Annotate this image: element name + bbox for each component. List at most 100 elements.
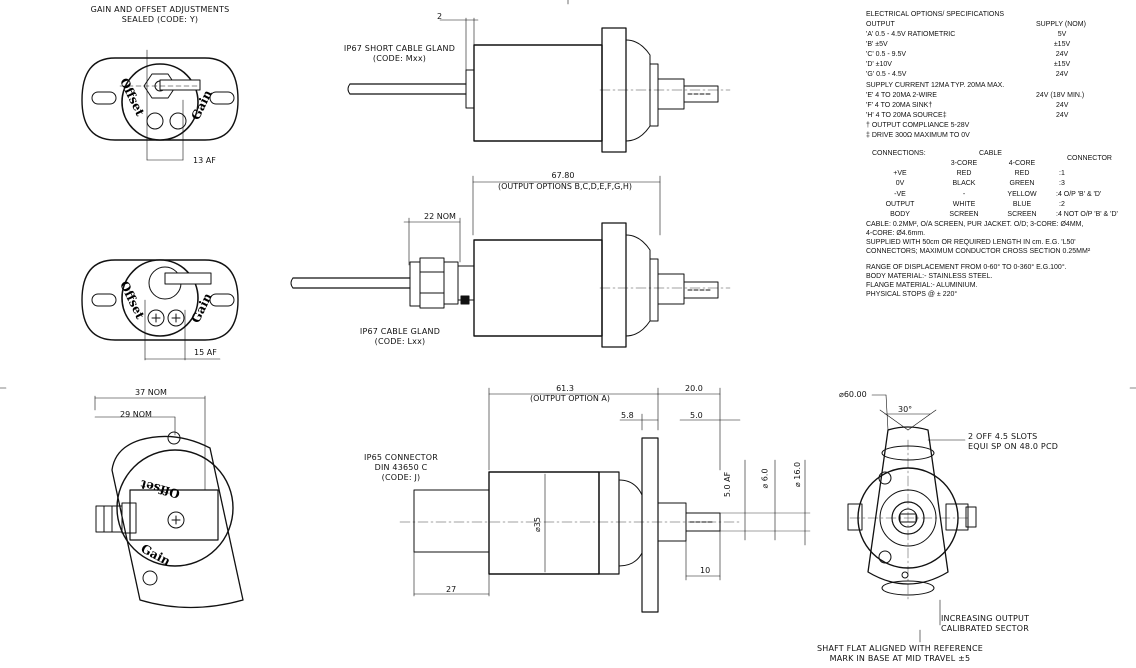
spec-note-compliance: † OUTPUT COMPLIANCE 5-28V (866, 122, 970, 129)
conn-row-core4: SCREEN (1007, 211, 1037, 218)
dim-29nom: 29 NOM (120, 410, 152, 419)
dim-d35: ⌀35 (533, 517, 542, 532)
core4-header: 4-CORE (1008, 160, 1036, 167)
cable-header: CABLE (979, 150, 1002, 157)
heading-line2: SEALED (CODE: Y) (121, 15, 199, 24)
conn-row-core3: - (962, 191, 966, 198)
note-supplied: SUPPLIED WITH 50cm OR REQUIRED LENGTH IN… (866, 239, 1076, 246)
cable-gland-label-2: (CODE: Lxx) (374, 337, 426, 346)
dim-58: 5.8 (621, 411, 634, 420)
increasing-label-1: INCREASING OUTPUT (941, 614, 1030, 623)
dim-10: 10 (700, 566, 711, 575)
dim-22nom: 22 NOM (424, 212, 456, 221)
connector-header: CONNECTOR (1067, 155, 1112, 162)
spec-title: ELECTRICAL OPTIONS/ SPECIFICATIONS (866, 11, 1005, 18)
conn-row-connector: :4 O/P 'B' & 'D' (1056, 191, 1102, 198)
dim-d60: ⌀60.00 (839, 390, 867, 399)
front-flange-view (847, 394, 977, 643)
shaft-label-2: MARK IN BASE AT MID TRAVEL ±5 (829, 654, 971, 663)
dim-d6: ⌀ 6.0 (760, 468, 770, 489)
connector-view (399, 387, 811, 613)
dim-d16: ⌀ 16.0 (793, 461, 803, 488)
increasing-label-2: CALIBRATED SECTOR (941, 624, 1029, 633)
shaft-label-1: SHAFT FLAT ALIGNED WITH REFERENCE (816, 644, 984, 653)
dim-output-option-a: (OUTPUT OPTION A) (529, 394, 611, 403)
spec-option-f: 'F' 4 TO 20MA SINK† (866, 102, 933, 109)
spec-supply-g: 24V (1055, 71, 1069, 78)
note-physical-stops: PHYSICAL STOPS @ ± 220° (866, 291, 958, 298)
dim-37nom: 37 NOM (135, 388, 167, 397)
spec-supply-c: 24V (1055, 51, 1069, 58)
dim-2: 2 (437, 12, 443, 21)
conn-row-connector: :4 NOT O/P 'B' & 'D' (1056, 211, 1118, 218)
dim-200: 20.0 (685, 384, 703, 393)
connector-label-2: DIN 43650 C (374, 463, 428, 472)
spec-supply-e: 24V (18V MIN.) (1036, 92, 1085, 99)
spec-option-h: 'H' 4 TO 20MA SOURCE‡ (866, 112, 947, 119)
short-gland-label-1: IP67 SHORT CABLE GLAND (343, 44, 456, 53)
spec-option-c: 'C' 0.5 - 9.5V (866, 51, 907, 58)
spec-supply-f: 24V (1056, 102, 1069, 109)
sensor-top-view-potentiometers (81, 259, 239, 361)
conn-row-name: +VE (893, 170, 907, 177)
spec-option-d: 'D' ±10V (866, 61, 892, 68)
heading-line1: GAIN AND OFFSET ADJUSTMENTS (90, 5, 230, 14)
conn-row-connector: :2 (1059, 201, 1065, 208)
conn-row-core3: WHITE (952, 201, 976, 208)
connector-label-3: (CODE: J) (381, 473, 421, 482)
slots-label-1: 2 OFF 4.5 SLOTS (968, 432, 1038, 441)
short-cable-gland-view (347, 17, 731, 153)
spec-supply-a: 5V (1057, 31, 1067, 38)
spec-supply-d: ±15V (1053, 61, 1071, 68)
sensor-connector-side-view (94, 395, 244, 609)
dim-50af: 5.0 AF (723, 471, 733, 498)
note-range: RANGE OF DISPLACEMENT FROM 0-60° TO 0-36… (866, 264, 1067, 271)
spec-option-g: 'G' 0.5 - 4.5V (866, 71, 907, 78)
conn-row-connector: :1 (1059, 170, 1065, 177)
dim-15af: 15 AF (194, 348, 217, 357)
conn-row-core4: GREEN (1009, 180, 1035, 187)
connections-title: CONNECTIONS: (872, 150, 926, 157)
conn-row-name: BODY (890, 211, 910, 218)
conn-row-core4: BLUE (1012, 201, 1032, 208)
conn-row-core4: YELLOW (1007, 191, 1037, 198)
note-body-material: BODY MATERIAL:- STAINLESS STEEL. (866, 273, 993, 280)
conn-row-core3: BLACK (952, 180, 976, 187)
short-gland-label-2: (CODE: Mxx) (372, 54, 427, 63)
conn-row-name: -VE (894, 191, 906, 198)
note-flange-material: FLANGE MATERIAL:- ALUMINIUM. (866, 282, 978, 289)
note-cable-2: 4-CORE: Ø4.6mm. (866, 230, 926, 237)
spec-supply-b: ±15V (1053, 41, 1071, 48)
slots-label-2: EQUI SP ON 48.0 PCD (968, 442, 1059, 451)
dim-27: 27 (446, 585, 457, 594)
dim-30deg: 30° (898, 405, 913, 414)
spec-note-drive: ‡ DRIVE 300Ω MAXIMUM TO 0V (866, 132, 970, 139)
spec-supply-current: SUPPLY CURRENT 12MA TYP. 20MA MAX. (866, 82, 1005, 89)
spec-option-e: 'E' 4 TO 20MA 2-WIRE (866, 92, 937, 99)
spec-output-header: OUTPUT (866, 21, 895, 28)
cable-gland-label-1: IP67 CABLE GLAND (359, 327, 441, 336)
connector-label-1: IP65 CONNECTOR (364, 453, 438, 462)
cable-gland-view (290, 175, 731, 348)
dim-13af: 13 AF (193, 156, 216, 165)
core3-header: 3-CORE (950, 160, 978, 167)
conn-row-core3: RED (956, 170, 972, 177)
spec-supply-h: 24V (1056, 112, 1069, 119)
dim-6780: 67.80 (551, 171, 575, 180)
conn-row-name: OUTPUT (885, 201, 915, 208)
spec-option-b: 'B' ±5V (866, 41, 888, 48)
spec-option-a: 'A' 0.5 - 4.5V RATIOMETRIC (866, 31, 956, 38)
dim-50: 5.0 (690, 411, 703, 420)
note-connectors: CONNECTORS; MAXIMUM CONDUCTOR CROSS SECT… (866, 248, 1091, 255)
note-cable-1: CABLE: 0.2MM², O/A SCREEN, PUR JACKET. O… (866, 221, 1084, 228)
sensor-top-view-sealed (81, 49, 239, 161)
dim-output-options: (OUTPUT OPTIONS B,C,D,E,F,G,H) (497, 182, 633, 191)
dim-613: 61.3 (556, 384, 574, 393)
conn-row-core4: RED (1014, 170, 1030, 177)
spec-supply-header: SUPPLY (NOM) (1036, 21, 1086, 28)
conn-row-core3: SCREEN (949, 211, 979, 218)
conn-row-name: 0V (895, 180, 905, 187)
conn-row-connector: :3 (1059, 180, 1065, 187)
